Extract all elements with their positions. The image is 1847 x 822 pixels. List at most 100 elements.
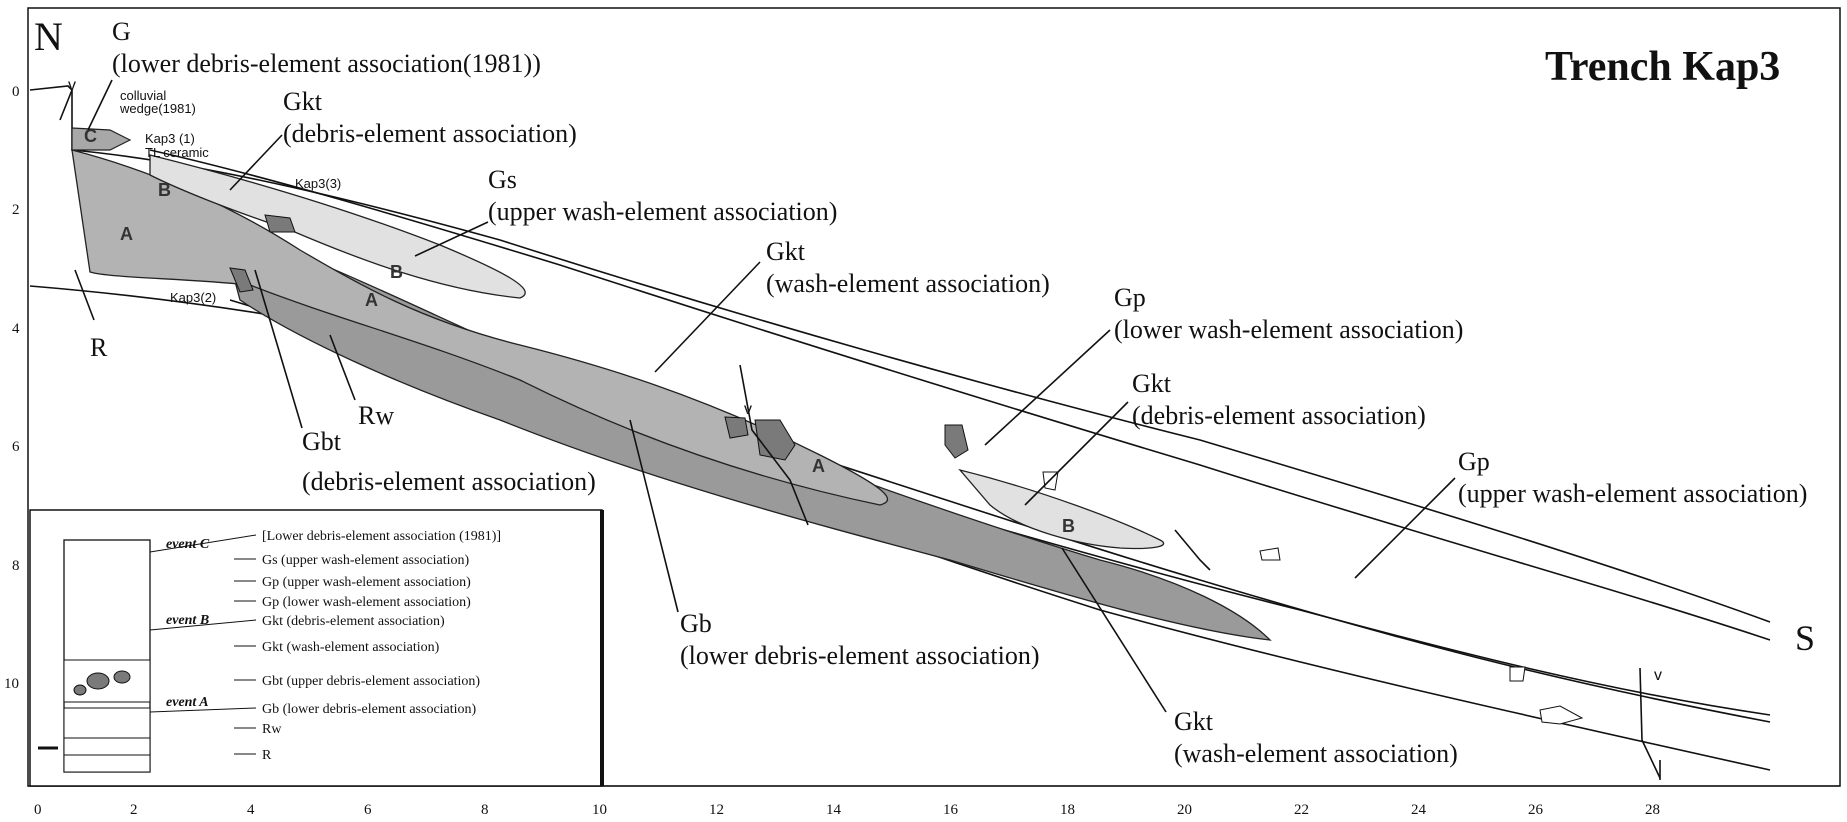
y-tick-2: 2: [12, 202, 20, 218]
tl-ceramic-label: TL ceramic: [145, 145, 209, 160]
clast-2: [724, 416, 749, 439]
clast-6: [1539, 705, 1584, 725]
x-tick-28: 28: [1645, 802, 1660, 818]
gs-label: Gs: [488, 165, 517, 194]
unit-c-label: C: [84, 126, 97, 146]
clast-5: [229, 267, 254, 293]
gkt4-desc-label: (wash-element association): [1174, 739, 1458, 768]
gkt1-label: Gkt: [283, 87, 323, 116]
gkt-debris-layer: [958, 468, 1165, 550]
y-axis: 0 2 4 6 8 10: [4, 84, 20, 692]
legend-item-8: Rw: [262, 722, 282, 737]
clast-1: [754, 419, 796, 461]
scarp-mark-3: v: [1654, 667, 1662, 684]
g-desc-label: (lower debris-element association(1981)): [112, 49, 541, 78]
unit-a3-label: A: [812, 456, 825, 476]
fault-line-2: [1174, 529, 1211, 571]
gkt2-desc-label: (wash-element association): [766, 269, 1050, 298]
x-tick-16: 16: [943, 802, 959, 818]
leader-gp2: [1354, 477, 1456, 579]
leader-gb: [629, 419, 679, 613]
gkt2-label: Gkt: [766, 237, 806, 266]
legend: event C event B event A [Lower debris-el…: [29, 509, 604, 787]
leader-gkt3: [1024, 401, 1129, 506]
y-tick-0: 0: [12, 84, 20, 100]
y-tick-10: 10: [4, 676, 19, 692]
clast-4: [264, 214, 296, 233]
leader-gkt4: [1061, 547, 1167, 713]
x-tick-24: 24: [1411, 802, 1427, 818]
leader-rw: [329, 334, 356, 401]
colluvial-label: colluvial: [120, 88, 166, 103]
legend-clast-3: [73, 684, 87, 696]
y-tick-6: 6: [12, 439, 20, 455]
leader-gp1: [984, 329, 1111, 446]
legend-clast-2: [113, 670, 131, 684]
ground-surface-line: [29, 85, 1771, 623]
gp2-desc-label: (upper wash-element association): [1458, 479, 1807, 508]
leader-gbt: [254, 269, 303, 429]
leader-gs: [414, 221, 489, 257]
legend-clast-1: [86, 672, 110, 690]
legend-item-7: Gb (lower debris-element association): [262, 702, 477, 717]
legend-item-5: Gkt (wash-element association): [262, 640, 440, 655]
kap3-2-label: Kap3(2): [170, 290, 216, 305]
legend-item-1: Gs (upper wash-element association): [262, 553, 470, 568]
legend-item-2: Gp (upper wash-element association): [262, 575, 471, 590]
x-tick-4: 4: [247, 802, 255, 818]
legend-item-9: R: [262, 748, 272, 763]
scarp-line: [59, 89, 73, 121]
fault-line-1: [739, 364, 809, 526]
right-fault-line: [1639, 667, 1661, 779]
x-tick-0: 0: [34, 802, 42, 818]
legend-item-6: Gbt (upper debris-element association): [262, 674, 480, 689]
unit-b1-label: B: [158, 180, 171, 200]
gbt-label: Gbt: [302, 427, 342, 456]
gkt3-desc-label: (debris-element association): [1132, 401, 1426, 430]
g-label: G: [112, 17, 131, 46]
gp2-label: Gp: [1458, 447, 1490, 476]
leader-gkt2: [654, 261, 761, 373]
unit-b3-label: B: [1062, 516, 1075, 536]
x-tick-20: 20: [1177, 802, 1192, 818]
gkt1-desc-label: (debris-element association): [283, 119, 577, 148]
r-label: R: [90, 333, 108, 362]
unit-a2-label: A: [365, 290, 378, 310]
legend-event-c: event C: [166, 537, 210, 552]
legend-leader-0: [149, 534, 257, 553]
legend-event-a: event A: [166, 695, 209, 710]
y-tick-4: 4: [12, 321, 20, 337]
gbt-layer: [71, 149, 889, 506]
kap3-3-label: Kap3(3): [295, 176, 341, 191]
leader-r: [74, 269, 95, 321]
x-tick-2: 2: [130, 802, 138, 818]
legend-event-b: event B: [166, 613, 209, 628]
x-tick-26: 26: [1528, 802, 1544, 818]
gp1-label: Gp: [1114, 283, 1146, 312]
gs-layer: [149, 154, 526, 299]
unit-b2-label: B: [390, 262, 403, 282]
x-tick-18: 18: [1060, 802, 1075, 818]
legend-item-4: Gkt (debris-element association): [262, 614, 445, 629]
south-label: S: [1795, 618, 1815, 658]
gp1-desc-label: (lower wash-element association): [1114, 315, 1463, 344]
rw-label: Rw: [358, 401, 394, 430]
kap3-1-label: Kap3 (1): [145, 131, 195, 146]
clast-8: [1509, 666, 1526, 682]
y-tick-8: 8: [12, 558, 20, 574]
gkt3-label: Gkt: [1132, 369, 1172, 398]
leader-g: [87, 79, 113, 131]
x-tick-22: 22: [1294, 802, 1309, 818]
legend-leader-7: [149, 707, 257, 713]
wedge-label: wedge(1981): [119, 101, 196, 116]
gb-label: Gb: [680, 609, 712, 638]
x-tick-6: 6: [364, 802, 372, 818]
x-tick-12: 12: [709, 802, 724, 818]
colluvial-wedge-c: [71, 127, 132, 151]
legend-item-3: Gp (lower wash-element association): [262, 595, 471, 610]
clast-9: [1259, 547, 1281, 561]
x-tick-8: 8: [481, 802, 489, 818]
unit-a1-label: A: [120, 224, 133, 244]
legend-item-0: [Lower debris-element association (1981)…: [262, 529, 501, 544]
